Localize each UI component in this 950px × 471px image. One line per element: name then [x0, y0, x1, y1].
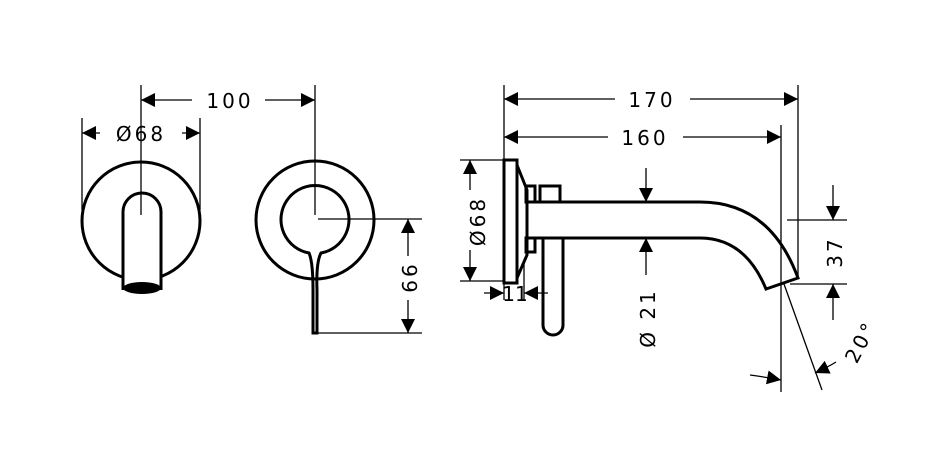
- side-view: 170 160 Ø68 11 Ø 21 37 20°: [460, 85, 882, 392]
- projection-label: 160: [621, 126, 668, 150]
- side-lever: [541, 238, 565, 337]
- outlet-angle-label: 20°: [840, 316, 882, 367]
- spout-diameter-label: Ø68: [116, 122, 166, 146]
- wall-plate-bevel: [515, 164, 529, 279]
- pipe-diameter-label: Ø 21: [636, 288, 660, 348]
- spacing-label: 100: [206, 89, 253, 113]
- angle-line: [783, 283, 823, 391]
- plate-diameter-label: Ø68: [466, 196, 490, 246]
- spout-outlet: [123, 282, 161, 294]
- overall-length-label: 170: [628, 88, 675, 112]
- spout-body: [121, 191, 163, 290]
- dimension-100: 100: [141, 89, 315, 113]
- plate-depth-label: 11: [502, 282, 527, 306]
- wall-plate: [502, 158, 519, 285]
- spout-front-view: Ø68: [80, 85, 202, 294]
- nut: [538, 184, 562, 204]
- spout-pipe: [527, 200, 800, 291]
- outlet-height-label: 37: [823, 236, 847, 267]
- lever-height-label: 66: [398, 261, 422, 292]
- lever-handle: [279, 184, 351, 335]
- lever-front-view: 66: [254, 85, 422, 335]
